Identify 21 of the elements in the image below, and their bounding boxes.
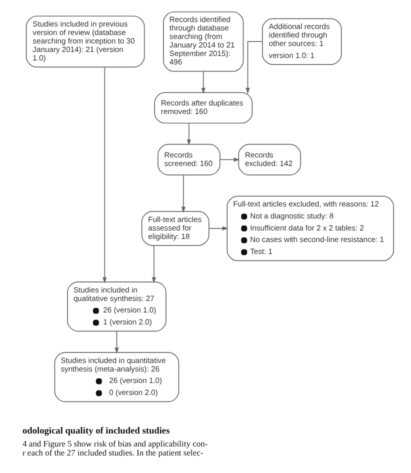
node-box: Records excluded: 142 (238, 144, 302, 176)
arrow (102, 66, 107, 284)
node-box: Full-text articles excluded, with reasons: 12 Not a diagnostic study: 8 Insufficient data for 2 x 2 tables: 2 No cases with second-line resistance: 1 Test: 1 (226, 196, 394, 262)
node-box: Full-text articles assessed for eligibility: 18 (141, 211, 210, 246)
node-box: Records identified through database searching (from January 2014 to 21 September 2015): 496 (163, 11, 244, 72)
arrow (201, 71, 206, 94)
arrow (208, 226, 228, 231)
node-box: Records screened: 160 (158, 144, 220, 176)
arrow (220, 158, 240, 162)
node-box: Additional records identified through other sources: 1 version 1.0: 1 (262, 18, 342, 65)
node-box: Studies included in quantitative synthesis (meta-analysis): 26 26 (version 1.0) 0 (version 2.0) (54, 352, 180, 402)
node-box: Studies included in qualitative synthesis: 27 26 (version 1.0) 1 (version 2.0) (67, 282, 166, 332)
label: odological quality of included studies (22, 426, 170, 436)
label: 4 and Figure 5 show risk of bias and applicability con- r each of the 27 included studies. In the patient selec- (22, 438, 208, 458)
arrow (114, 330, 119, 354)
node-box: Records after duplicates removed: 160 (154, 92, 253, 124)
arrow (152, 245, 156, 284)
arrow (246, 41, 263, 94)
arrow (186, 122, 192, 146)
node-box: Studies included in previous version of review (database searching from inception to 30 January 2014): 21 (version 1.0) (26, 16, 145, 68)
arrow (181, 174, 186, 213)
